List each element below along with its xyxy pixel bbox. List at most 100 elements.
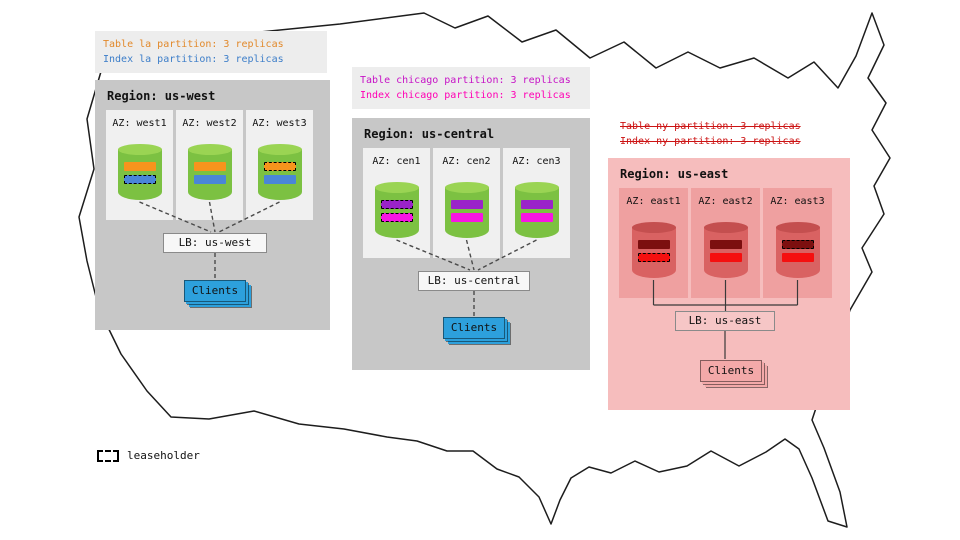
replica-bars	[123, 162, 156, 188]
az-panel-west3: AZ: west3	[246, 110, 313, 220]
us-map-path	[78, 12, 891, 528]
cylinder-body	[257, 149, 302, 200]
table-replica-bar	[123, 162, 156, 171]
cylinder-body	[775, 227, 820, 278]
us-central-az-row: AZ: cen1 AZ: cen2 AZ:	[352, 148, 590, 258]
replica-bars	[450, 200, 483, 226]
cylinder-top	[187, 144, 232, 155]
index-replica-bar	[781, 253, 814, 262]
index-replica-bar	[709, 253, 742, 262]
replica-bars	[709, 240, 742, 266]
az-east3-label: AZ: east3	[770, 196, 825, 207]
database-cylinder-west3	[257, 144, 302, 200]
table-replica-bar	[263, 162, 296, 171]
table-replica-bar	[520, 200, 553, 209]
az-panel-east1: AZ: east1	[619, 188, 688, 298]
legend: leaseholder	[97, 449, 200, 462]
database-cylinder-west2	[187, 144, 232, 200]
legend-label: leaseholder	[127, 449, 200, 462]
cylinder-top	[631, 222, 676, 233]
az-west3-label: AZ: west3	[252, 118, 307, 129]
us-west-partition-info-box: Table la partition: 3 replicas Index la …	[95, 31, 327, 73]
index-replica-bar	[123, 175, 156, 184]
region-us-west-title: Region: us-west	[107, 89, 216, 103]
clients-box-us-west: Clients	[184, 280, 246, 302]
region-us-west: Region: us-west AZ: west1 AZ: west2	[95, 80, 330, 330]
az-cen1-label: AZ: cen1	[372, 156, 421, 167]
database-cylinder-cen2	[444, 182, 489, 238]
az-west2-label: AZ: west2	[182, 118, 237, 129]
table-replica-bar	[709, 240, 742, 249]
database-cylinder-east3	[775, 222, 820, 278]
az-panel-cen2: AZ: cen2	[433, 148, 500, 258]
az-cen2-label: AZ: cen2	[442, 156, 491, 167]
replica-bars	[637, 240, 670, 266]
replica-bars	[193, 162, 226, 188]
cylinder-top	[775, 222, 820, 233]
us-central-table-partition-line: Table chicago partition: 3 replicas	[360, 75, 571, 86]
index-replica-bar	[637, 253, 670, 262]
cylinder-top	[374, 182, 419, 193]
us-central-partition-info-box: Table chicago partition: 3 replicas Inde…	[352, 67, 590, 109]
lb-us-east: LB: us-east	[675, 311, 775, 331]
replica-bars	[520, 200, 553, 226]
cylinder-body	[187, 149, 232, 200]
us-east-table-partition-line: Table ny partition: 3 replicas	[620, 121, 801, 132]
az-panel-west1: AZ: west1	[106, 110, 173, 220]
table-replica-bar	[380, 200, 413, 209]
az-east1-label: AZ: east1	[626, 196, 681, 207]
az-panel-east3: AZ: east3	[763, 188, 832, 298]
region-us-central-title: Region: us-central	[364, 127, 495, 141]
cylinder-body	[514, 187, 559, 238]
az-panel-cen3: AZ: cen3	[503, 148, 570, 258]
database-cylinder-cen3	[514, 182, 559, 238]
lb-us-west: LB: us-west	[163, 233, 267, 253]
az-panel-east2: AZ: east2	[691, 188, 760, 298]
clients-box-us-east: Clients	[700, 360, 762, 382]
region-us-east: Region: us-east AZ: east1 AZ: east2	[608, 158, 850, 410]
az-cen3-label: AZ: cen3	[512, 156, 561, 167]
index-replica-bar	[520, 213, 553, 222]
us-east-partition-info-box: Table ny partition: 3 replicas Index ny …	[612, 113, 852, 155]
az-panel-west2: AZ: west2	[176, 110, 243, 220]
cylinder-top	[444, 182, 489, 193]
index-replica-bar	[450, 213, 483, 222]
us-west-index-partition-line: Index la partition: 3 replicas	[103, 54, 284, 65]
database-cylinder-cen1	[374, 182, 419, 238]
index-replica-bar	[380, 213, 413, 222]
cylinder-body	[374, 187, 419, 238]
index-replica-bar	[263, 175, 296, 184]
az-east2-label: AZ: east2	[698, 196, 753, 207]
cylinder-top	[514, 182, 559, 193]
database-cylinder-east2	[703, 222, 748, 278]
az-west1-label: AZ: west1	[112, 118, 167, 129]
table-replica-bar	[450, 200, 483, 209]
replica-bars	[380, 200, 413, 226]
lb-us-central: LB: us-central	[418, 271, 530, 291]
cylinder-body	[117, 149, 162, 200]
cylinder-body	[631, 227, 676, 278]
cylinder-body	[444, 187, 489, 238]
clients-box-us-central: Clients	[443, 317, 505, 339]
us-west-table-partition-line: Table la partition: 3 replicas	[103, 39, 284, 50]
database-cylinder-east1	[631, 222, 676, 278]
table-replica-bar	[637, 240, 670, 249]
database-cylinder-west1	[117, 144, 162, 200]
us-east-az-row: AZ: east1 AZ: east2 AZ	[608, 188, 850, 298]
us-west-az-row: AZ: west1 AZ: west2 AZ	[95, 110, 330, 220]
cylinder-top	[117, 144, 162, 155]
table-replica-bar	[193, 162, 226, 171]
region-us-east-title: Region: us-east	[620, 167, 729, 181]
replica-bars	[781, 240, 814, 266]
cylinder-body	[703, 227, 748, 278]
cylinder-top	[257, 144, 302, 155]
cylinder-top	[703, 222, 748, 233]
leaseholder-swatch-icon	[97, 449, 119, 462]
us-central-index-partition-line: Index chicago partition: 3 replicas	[360, 90, 571, 101]
index-replica-bar	[193, 175, 226, 184]
us-east-index-partition-line: Index ny partition: 3 replicas	[620, 136, 801, 147]
table-replica-bar	[781, 240, 814, 249]
az-panel-cen1: AZ: cen1	[363, 148, 430, 258]
